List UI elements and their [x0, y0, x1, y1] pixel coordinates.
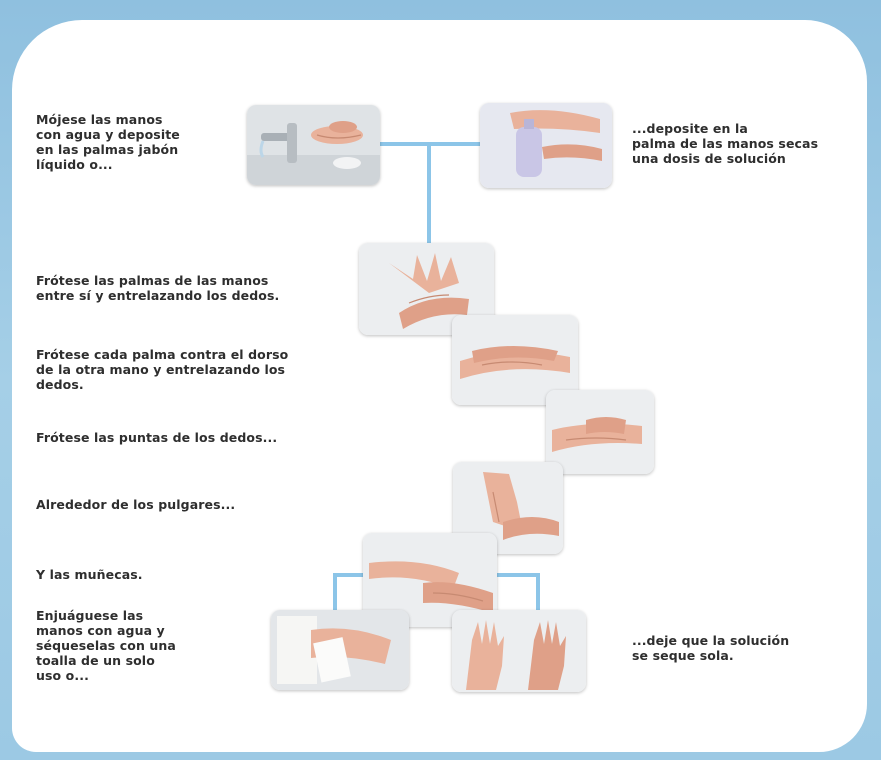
photo-towel-dry: [271, 610, 409, 690]
step-rinse-text: Enjuáguese las manos con agua y séquesel…: [36, 608, 176, 683]
connector-top-vertical: [427, 142, 431, 246]
step-wet-hands-text: Mójese las manos con agua y deposite en …: [36, 112, 180, 172]
step-sanitizer-text: ...deposite en la palma de las manos sec…: [632, 121, 819, 166]
step-wrists-text: Y las muñecas.: [36, 567, 143, 582]
step-rub-back-text: Frótese cada palma contra el dorso de la…: [36, 347, 289, 392]
step-rub-palms-text: Frótese las palmas de las manos entre sí…: [36, 273, 280, 303]
photo-fingertips: [546, 390, 654, 474]
photo-faucet-soap: [247, 105, 380, 185]
step-fingertips-text: Frótese las puntas de los dedos...: [36, 430, 278, 445]
connector-bottom-right-vertical: [536, 573, 540, 613]
step-thumbs-text: Alrededor de los pulgares...: [36, 497, 236, 512]
step-air-dry-text: ...deje que la solución se seque sola.: [632, 633, 790, 663]
photo-sanitizer: [480, 103, 612, 188]
connector-bottom-left-vertical: [333, 573, 337, 613]
photo-air-dry: [452, 610, 586, 692]
